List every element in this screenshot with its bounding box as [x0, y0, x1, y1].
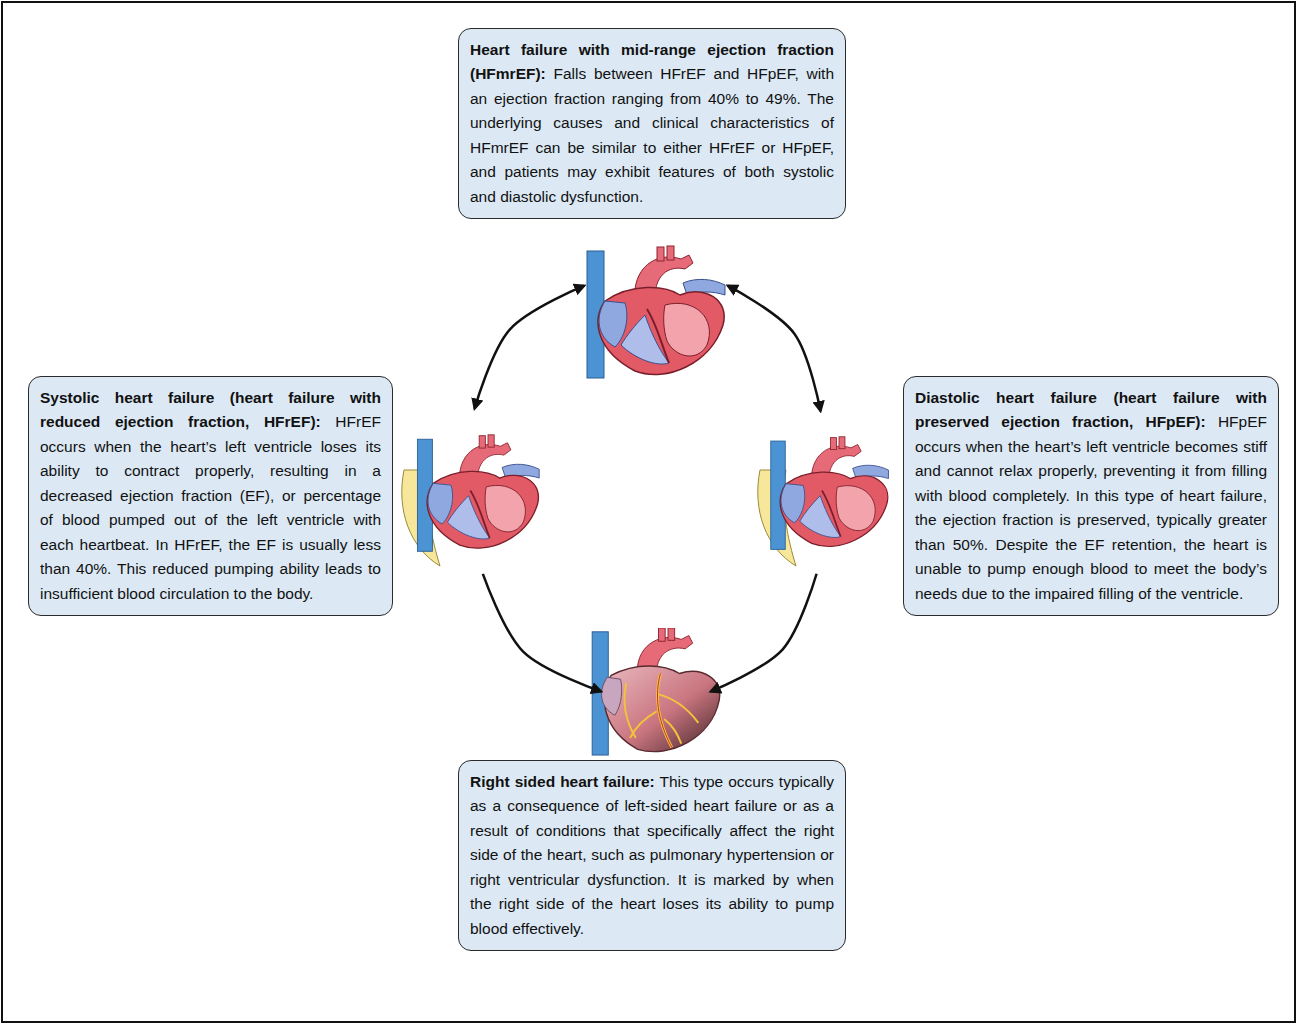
heart-illustration [592, 628, 720, 755]
box-heading: Systolic heart failure (heart failure wi… [40, 389, 381, 430]
connector-arrow [483, 574, 601, 692]
text-box: Heart failure with mid-range ejection fr… [458, 28, 846, 219]
text-box: Diastolic heart failure (heart failure w… [903, 376, 1279, 616]
box-heading: Diastolic heart failure (heart failure w… [915, 389, 1267, 430]
heart-illustration [587, 246, 725, 378]
connector-arrow [711, 574, 817, 692]
box-body: Falls between HFrEF and HFpEF, with an e… [470, 65, 834, 204]
connector-arrow [728, 286, 821, 411]
box-text: Diastolic heart failure (heart failure w… [915, 386, 1267, 606]
heart-illustration [402, 435, 539, 566]
text-box: Right sided heart failure: This type occ… [458, 760, 846, 951]
connector-arrow [475, 286, 585, 409]
heart-illustration [758, 437, 889, 566]
box-body: HFrEF occurs when the heart’s left ventr… [40, 413, 381, 601]
text-box: Systolic heart failure (heart failure wi… [28, 376, 393, 616]
box-body: This type occurs typically as a conseque… [470, 773, 834, 937]
box-heading: Right sided heart failure: [470, 773, 655, 790]
box-body: HFpEF occurs when the heart’s left ventr… [915, 413, 1267, 601]
box-text: Right sided heart failure: This type occ… [470, 770, 834, 941]
box-text: Heart failure with mid-range ejection fr… [470, 38, 834, 209]
box-text: Systolic heart failure (heart failure wi… [40, 386, 381, 606]
